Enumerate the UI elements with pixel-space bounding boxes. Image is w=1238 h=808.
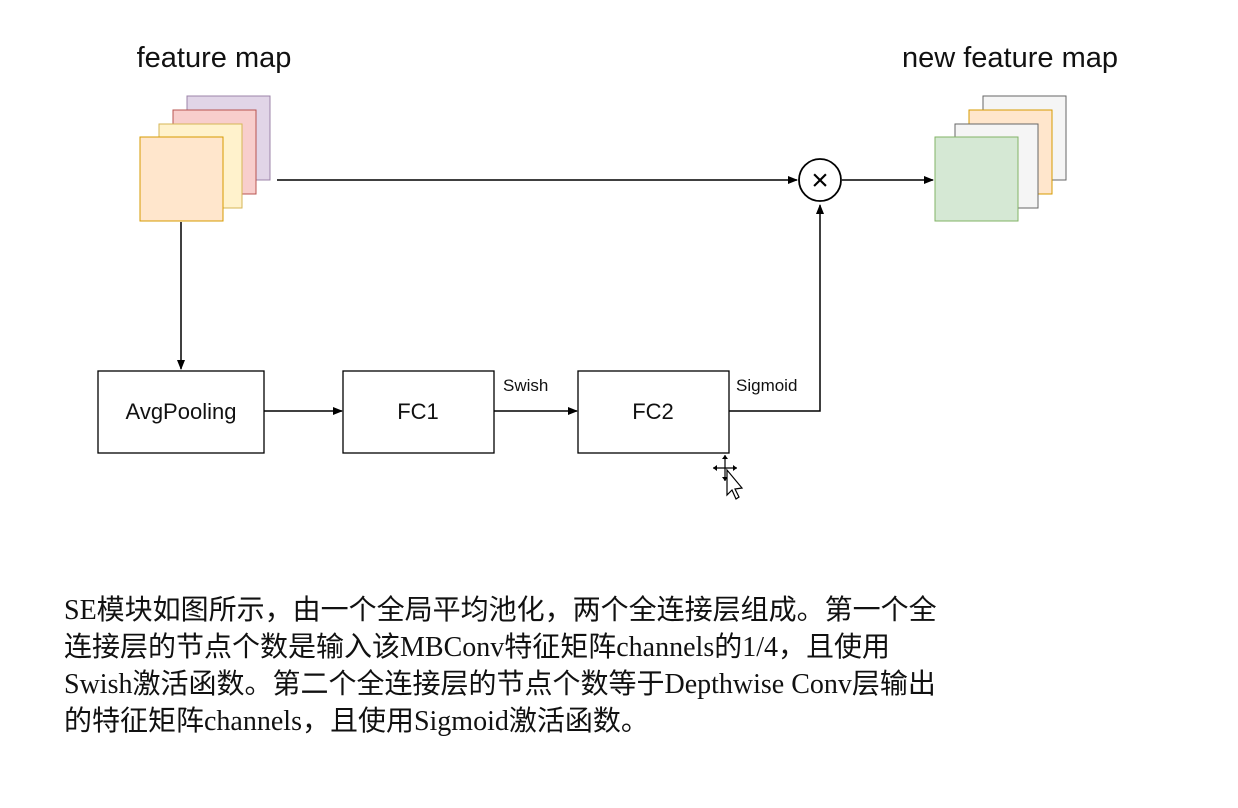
- input-channel-1: [139, 136, 224, 222]
- output-channel-1: [934, 136, 1019, 222]
- swish-label: Swish: [503, 376, 548, 395]
- caption-line: Swish激活函数。第二个全连接层的节点个数等于Depthwise Conv层输…: [64, 669, 936, 700]
- arrow-fc2-to-multiply: [729, 204, 824, 412]
- fc1-label: FC1: [397, 399, 439, 424]
- caption-line: SE模块如图所示，由一个全局平均池化，两个全连接层组成。第一个全: [64, 595, 937, 626]
- multiply-node: ×: [798, 158, 842, 202]
- avgpool-node: AvgPooling: [97, 370, 265, 454]
- output-feature-map-stack: [934, 95, 1067, 222]
- mouse-cursor-icon: [713, 455, 744, 500]
- input-feature-map-label: feature map: [137, 42, 292, 74]
- se-module-diagram: feature map new feature map × AvgPooling…: [97, 42, 1118, 500]
- avgpool-label: AvgPooling: [126, 399, 237, 424]
- input-feature-map-stack: [139, 95, 271, 222]
- caption-line: 连接层的节点个数是输入该MBConv特征矩阵channels的1/4，且使用: [64, 632, 890, 663]
- fc1-node: FC1: [342, 370, 495, 454]
- multiply-symbol: ×: [811, 164, 829, 197]
- fc2-node: FC2: [577, 370, 730, 454]
- sigmoid-label: Sigmoid: [736, 376, 797, 395]
- output-feature-map-label: new feature map: [902, 42, 1118, 74]
- caption-paragraph: SE模块如图所示，由一个全局平均池化，两个全连接层组成。第一个全 连接层的节点个…: [64, 592, 1174, 740]
- fc2-label: FC2: [632, 399, 674, 424]
- caption-line: 的特征矩阵channels，且使用Sigmoid激活函数。: [64, 706, 649, 737]
